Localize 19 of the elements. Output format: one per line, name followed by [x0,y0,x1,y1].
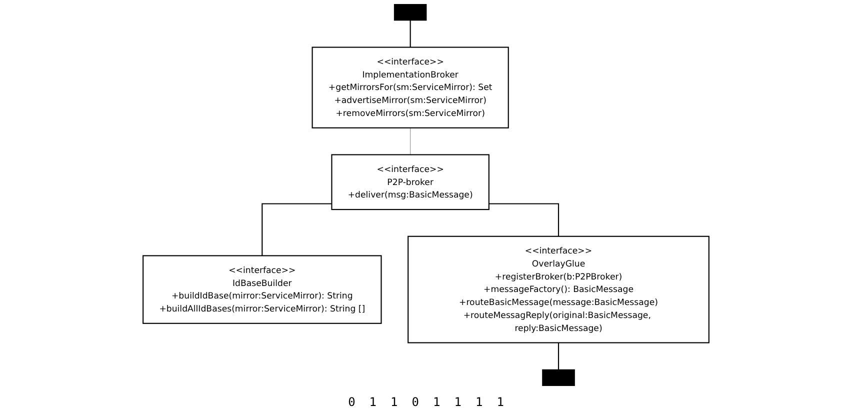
multiplicity-label: 1 [433,395,440,409]
connector [410,20,411,48]
multiplicity-label: 1 [496,395,504,409]
node-box [394,4,427,21]
node-box: <<interface>> OverlayGlue +registerBroker(b:P2PBroker) +messageFactory(): BasicMessage +routeBasicMessage(message:BasicMessage) +routeMessagReply(original:BasicMessage, reply:BasicMessage) [408,236,710,344]
node-box: <<interface>> IdBaseBuilder +buildIdBase(mirror:ServiceMirror): String +buildAllIdBases(mirror:ServiceMirror): String [] [142,255,382,324]
multiplicity-label: 1 [369,395,377,409]
connector [558,342,560,370]
connector [488,203,560,236]
multiplicity-label: 0 [412,395,419,409]
multiplicity-label: 1 [390,395,398,409]
multiplicity-label: 0 [348,395,356,409]
connector [262,203,332,256]
node-box: <<interface>> P2P-broker +deliver(msg:BasicMessage) [331,154,490,210]
connector [410,128,411,155]
multiplicity-label: 1 [454,395,462,409]
node-box [542,369,575,386]
node-box: <<interface>> ImplementationBroker +getMirrorsFor(sm:ServiceMirror): Set +advertiseMirror(sm:ServiceMirror) +removeMirrors(sm:ServiceMirror) [312,46,509,128]
multiplicity-label: 1 [475,395,483,409]
